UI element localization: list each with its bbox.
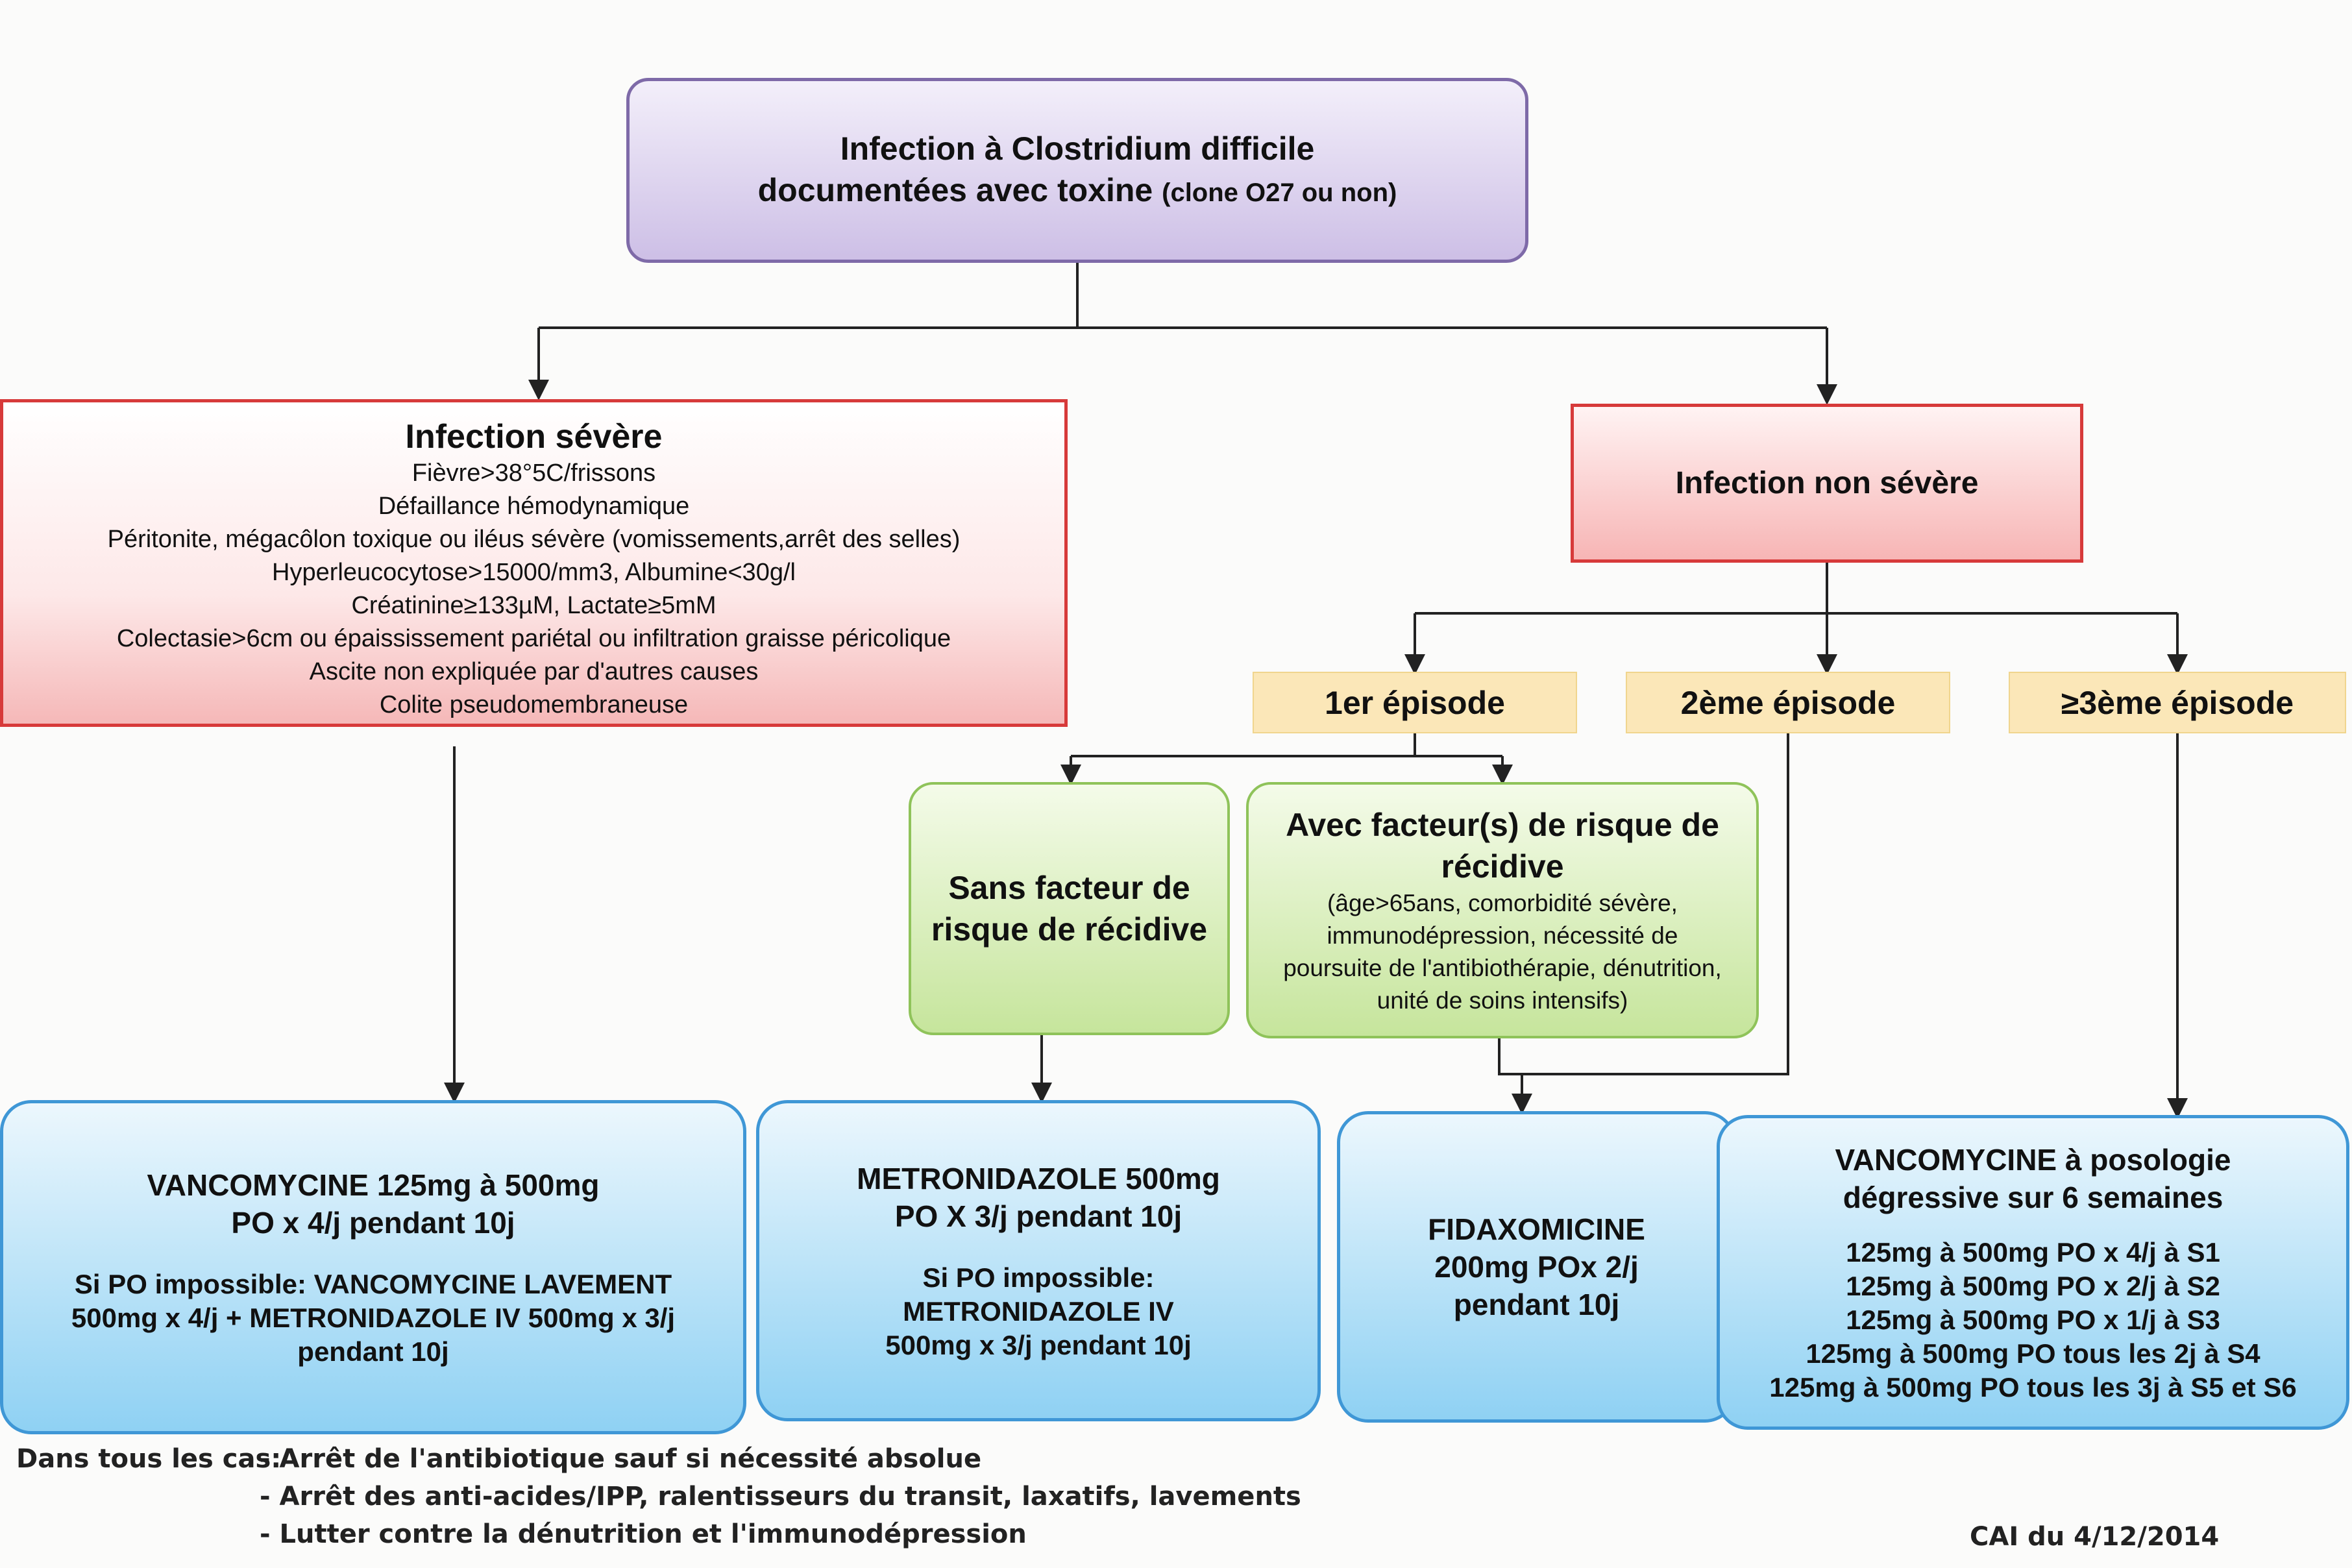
diagnosis-line2-main: documentées avec toxine: [757, 171, 1153, 208]
taper-main-1: VANCOMYCINE à posologie: [1835, 1142, 2231, 1177]
episode-1-box: 1er épisode: [1253, 672, 1577, 733]
metro-alt-3: 500mg x 3/j pendant 10j: [885, 1329, 1192, 1360]
severe-criterion: Colite pseudomembraneuse: [379, 691, 689, 718]
without-risk-title: Sans facteur de risque de récidive: [931, 870, 1208, 948]
taper-step: 125mg à 500mg PO tous les 2j à S4: [1806, 1338, 2260, 1369]
nonsevere-infection-box: Infection non sévère: [1571, 404, 2083, 563]
footer-item: - Arrêt des anti-acides/IPP, ralentisseu…: [260, 1482, 1301, 1512]
severe-infection-box: Infection sévère Fièvre>38°5C/frissons D…: [0, 399, 1068, 727]
taper-step: 125mg à 500mg PO x 4/j à S1: [1846, 1236, 2220, 1268]
vanco-main-2: PO x 4/j pendant 10j: [231, 1205, 515, 1240]
fidax-line-3: pendant 10j: [1453, 1288, 1620, 1321]
severe-title: Infection sévère: [405, 418, 663, 456]
diagnosis-box: Infection à Clostridium difficile docume…: [626, 78, 1528, 263]
without-risk-box: Sans facteur de risque de récidive: [909, 782, 1230, 1035]
severe-criterion: Colectasie>6cm ou épaississement pariéta…: [116, 625, 951, 652]
footer-notes: Dans tous les cas: - Arrêt de l'antibiot…: [16, 1438, 2340, 1567]
episode-3-box: ≥3ème épisode: [2009, 672, 2346, 733]
vanco-main-1: VANCOMYCINE 125mg à 500mg: [147, 1168, 600, 1202]
vancomycin-taper-box: VANCOMYCINE à posologie dégressive sur 6…: [1717, 1115, 2349, 1430]
metronidazole-treatment-box: METRONIDAZOLE 500mg PO X 3/j pendant 10j…: [756, 1100, 1321, 1421]
severe-criterion: Ascite non expliquée par d'autres causes: [309, 658, 759, 685]
vanco-alt-2: 500mg x 4/j + METRONIDAZOLE IV 500mg x 3…: [71, 1302, 676, 1333]
episode-2-box: 2ème épisode: [1626, 672, 1950, 733]
vancomycin-treatment-box: VANCOMYCINE 125mg à 500mg PO x 4/j penda…: [0, 1100, 746, 1434]
footer-item: - Arrêt de l'antibiotique sauf si nécess…: [260, 1444, 982, 1474]
taper-main-2: dégressive sur 6 semaines: [1843, 1180, 2223, 1214]
nonsevere-title: Infection non sévère: [1675, 466, 1979, 500]
severe-criterion: Fièvre>38°5C/frissons: [411, 459, 656, 487]
footer-date: CAI du 4/12/2014: [1970, 1522, 2220, 1552]
taper-step: 125mg à 500mg PO x 2/j à S2: [1846, 1270, 2220, 1301]
metro-alt-2: METRONIDAZOLE IV: [903, 1295, 1174, 1327]
episode-1-label: 1er épisode: [1325, 684, 1505, 721]
fidax-line-1: FIDAXOMICINE: [1428, 1212, 1645, 1246]
with-risk-title: Avec facteur(s) de risque de récidive: [1286, 806, 1719, 885]
severe-criterion: Péritonite, mégacôlon toxique ou iléus s…: [107, 526, 961, 553]
diagnosis-line2-small: (clone O27 ou non): [1162, 178, 1397, 207]
diagnosis-line2: documentées avec toxine (clone O27 ou no…: [758, 169, 1397, 214]
metro-alt-1: Si PO impossible:: [922, 1262, 1155, 1293]
fidax-line-2: 200mg POx 2/j: [1434, 1250, 1639, 1284]
with-risk-box: Avec facteur(s) de risque de récidive (â…: [1246, 782, 1759, 1038]
metro-main-2: PO X 3/j pendant 10j: [894, 1199, 1182, 1233]
diagnosis-line1: Infection à Clostridium difficile: [840, 130, 1315, 167]
severe-criterion: Défaillance hémodynamique: [378, 493, 690, 520]
footer-label: Dans tous les cas:: [16, 1444, 282, 1474]
fidaxomicin-treatment-box: FIDAXOMICINE 200mg POx 2/j pendant 10j: [1337, 1111, 1736, 1423]
severe-criterion: Hyperleucocytose>15000/mm3, Albumine<30g…: [272, 559, 796, 586]
with-risk-details: (âge>65ans, comorbidité sévère, immunodé…: [1283, 889, 1722, 1014]
severe-criterion: Créatinine≥133µM, Lactate≥5mM: [351, 592, 717, 619]
vanco-alt-3: pendant 10j: [297, 1336, 449, 1367]
episode-2-label: 2ème épisode: [1680, 684, 1896, 721]
taper-step: 125mg à 500mg PO x 1/j à S3: [1846, 1304, 2220, 1335]
taper-step: 125mg à 500mg PO tous les 3j à S5 et S6: [1769, 1371, 2297, 1403]
episode-3-label: ≥3ème épisode: [2061, 684, 2294, 721]
metro-main-1: METRONIDAZOLE 500mg: [857, 1161, 1220, 1195]
vanco-alt-1: Si PO impossible: VANCOMYCINE LAVEMENT: [74, 1268, 672, 1299]
footer-item: - Lutter contre la dénutrition et l'immu…: [260, 1519, 1027, 1549]
